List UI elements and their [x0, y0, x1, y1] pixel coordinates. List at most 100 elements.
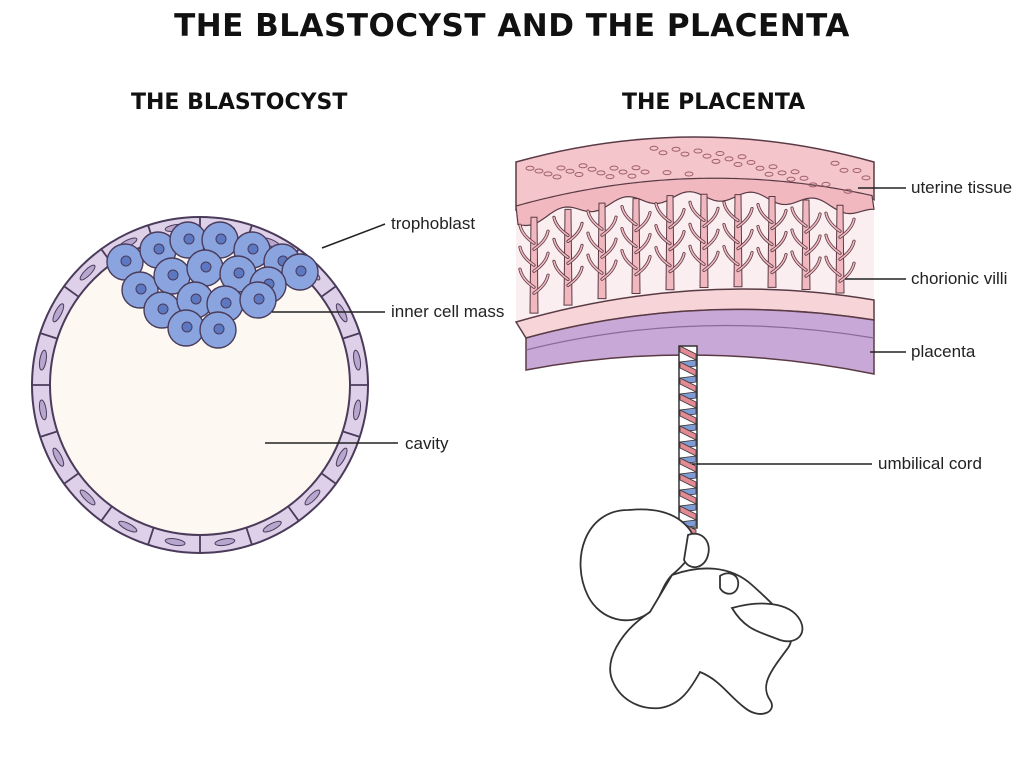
uterine-cell — [565, 168, 575, 174]
uterine-cell — [609, 165, 619, 171]
villus-branch-fill — [771, 209, 787, 230]
inner-cell-nucleus — [181, 321, 193, 333]
trophoblast-nucleus — [353, 349, 362, 371]
diagram-title: THE BLASTOCYST AND THE PLACENTA — [174, 8, 850, 44]
trophoblast-nucleus — [79, 489, 96, 506]
villus-branch-fill — [587, 232, 603, 252]
uterine-cells — [525, 145, 871, 194]
inner-cell-nucleus — [295, 265, 307, 277]
villus-branch-fill — [825, 256, 841, 277]
villus-branch-fill — [839, 218, 855, 239]
trophoblast-nucleus — [214, 538, 236, 547]
uterine-cell — [578, 163, 588, 169]
uterine-cell — [525, 165, 535, 171]
villus-branch-fill — [601, 216, 617, 236]
inner-cell-nucleus — [135, 283, 147, 295]
trophoblast-cell-wall — [100, 505, 113, 522]
inner-cell-nucleus — [153, 243, 165, 255]
blastocyst — [31, 216, 369, 554]
trophoblast-cell-wall — [342, 430, 361, 438]
trophoblast-cell-wall — [320, 285, 337, 298]
villus-branch-fill — [805, 235, 821, 255]
placenta-section — [514, 136, 875, 375]
uterine-cell — [843, 188, 853, 194]
villus-branch-fill — [737, 251, 753, 272]
trophoblast-nucleus — [52, 303, 65, 323]
inner-cell-nucleus — [167, 269, 179, 281]
villus-stem — [835, 204, 845, 294]
uterine-cell — [737, 154, 747, 160]
uterine-cell — [764, 171, 774, 177]
inner-cell-nucleus — [190, 293, 202, 305]
uterine-cell — [534, 168, 544, 174]
label-inner-cell-mass: inner cell mass — [391, 302, 505, 321]
label-umbilical-cord: umbilical cord — [878, 454, 982, 473]
trophoblast-nucleus — [38, 349, 47, 371]
uterine-cell — [693, 148, 703, 154]
label-placenta: placenta — [911, 342, 976, 361]
uterine-cell — [587, 166, 597, 172]
villus-branch-fill — [669, 230, 685, 251]
villus-branch-fill — [689, 223, 705, 244]
label-cavity: cavity — [405, 434, 449, 453]
villus-branch-fill — [771, 231, 787, 252]
villus-branch-fill — [519, 224, 535, 244]
uterine-cell — [552, 174, 562, 180]
inner-cell-mass — [106, 221, 319, 349]
villus-branch-fill — [723, 223, 739, 244]
fetus-leg — [730, 602, 804, 643]
trophoblast-nucleus — [304, 489, 321, 506]
villus-branch-fill — [635, 211, 651, 232]
villus-branch-fill — [791, 229, 807, 249]
uterine-cell — [777, 170, 787, 176]
villus-branch-fill — [533, 252, 549, 272]
villus-branch-fill — [533, 230, 549, 250]
villus-branch-fill — [519, 268, 535, 288]
trophoblast-cell-wall — [320, 472, 337, 485]
uterine-cell — [649, 145, 659, 151]
placenta-band — [525, 308, 875, 375]
villus-branch-fill — [737, 207, 753, 228]
uterine-cell — [746, 159, 756, 165]
villus-branch-fill — [567, 222, 583, 243]
trophoblast-nucleus — [79, 264, 96, 281]
trophoblast-cell-wall — [245, 527, 253, 546]
uterine-cell — [671, 146, 681, 152]
villus-branch-fill — [601, 260, 617, 280]
uterine-cell — [556, 165, 566, 171]
villus-branch-fill — [805, 257, 821, 277]
trophoblast-nucleus — [353, 399, 362, 421]
uterine-cell — [861, 175, 871, 181]
inner-cell-nucleus — [233, 267, 245, 279]
villus-branch-fill — [519, 246, 535, 266]
trophoblast-cell-wall — [287, 505, 300, 522]
uterine-cell — [799, 175, 809, 181]
villus-branch-fill — [805, 213, 821, 233]
trophoblast-nucleus — [262, 520, 282, 533]
blastocyst-heading: THE BLASTOCYST — [131, 90, 348, 115]
placenta-heading: THE PLACENTA — [622, 90, 806, 115]
uterine-cell — [680, 151, 690, 157]
villus-branch-fill — [703, 251, 719, 272]
fetus-hand — [683, 532, 710, 569]
villus-branch-fill — [737, 229, 753, 250]
inner-cell-nucleus — [157, 303, 169, 315]
uterine-cell — [574, 171, 584, 177]
uterine-cell — [724, 156, 734, 162]
villus-branch-fill — [635, 255, 651, 276]
uterine-cell — [808, 182, 818, 188]
label-chorionic-villi: chorionic villi — [911, 269, 1008, 288]
uterine-cell — [627, 173, 637, 179]
trophoblast-cell-wall — [63, 472, 80, 485]
villus-branch-fill — [757, 225, 773, 246]
uterine-cell — [596, 170, 606, 176]
villus-branch-fill — [689, 245, 705, 266]
villus-branch-fill — [771, 253, 787, 274]
trophoblast-cell-wall — [39, 430, 58, 438]
uterine-cell — [755, 165, 765, 171]
uterine-cell — [702, 153, 712, 159]
villus-branch-fill — [703, 229, 719, 250]
villus-branch-fill — [621, 249, 637, 270]
inner-cell-nucleus — [220, 297, 232, 309]
fetus — [579, 508, 804, 715]
